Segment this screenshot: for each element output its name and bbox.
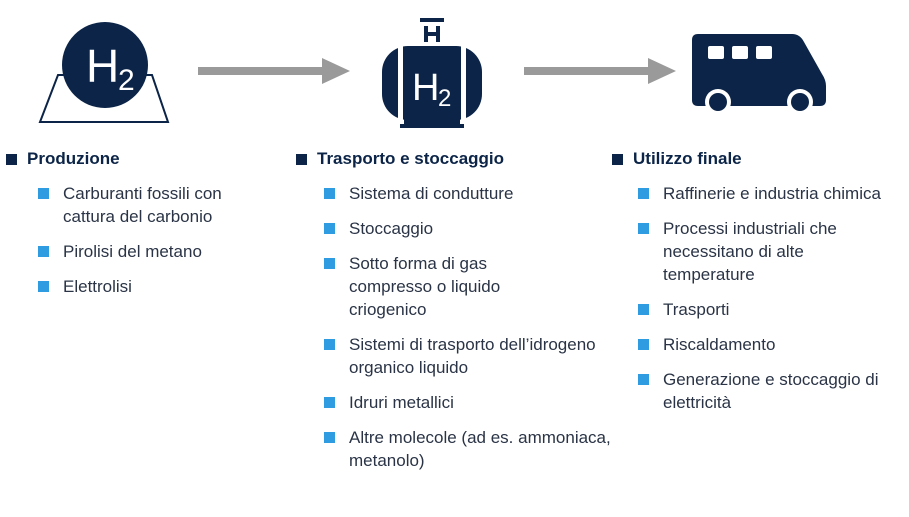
list-item: Carburanti fossili con cattura del carbo…: [38, 182, 266, 228]
column-production: Produzione Carburanti fossili con cattur…: [6, 148, 266, 298]
column-title-text: Trasporto e stoccaggio: [317, 149, 505, 168]
production-list: Carburanti fossili con cattura del carbo…: [38, 182, 266, 298]
h2-molecule-icon: H 2: [38, 22, 170, 123]
list-item: Riscaldamento: [638, 333, 909, 356]
square-bullet-icon: [324, 432, 335, 443]
column-end-use: Utilizzo finale Raffinerie e industria c…: [612, 148, 907, 414]
column-title-production: Produzione: [6, 148, 266, 170]
list-item: Pirolisi del metano: [38, 240, 266, 263]
column-title-text: Produzione: [27, 149, 120, 168]
flow-arrow-icon: [198, 58, 350, 84]
square-bullet-icon: [638, 223, 649, 234]
square-bullet-icon: [638, 188, 649, 199]
transport-list: Sistema di condutture Stoccaggio Sotto f…: [324, 182, 614, 472]
column-title-text: Utilizzo finale: [633, 149, 742, 168]
list-item: Elettrolisi: [38, 275, 266, 298]
square-bullet-icon: [612, 153, 623, 165]
square-bullet-icon: [324, 258, 335, 269]
square-bullet-icon: [324, 339, 335, 350]
square-bullet-icon: [324, 397, 335, 408]
svg-text:2: 2: [438, 85, 451, 112]
flow-arrow-icon: [524, 58, 676, 84]
square-bullet-icon: [324, 223, 335, 234]
square-bullet-icon: [38, 281, 49, 292]
square-bullet-icon: [324, 188, 335, 199]
square-bullet-icon: [638, 304, 649, 315]
list-item: Processi industriali che necessitano di …: [638, 217, 883, 286]
square-bullet-icon: [6, 153, 17, 165]
svg-text:2: 2: [118, 64, 135, 97]
column-title-end-use: Utilizzo finale: [612, 148, 907, 170]
truck-icon: [692, 34, 826, 115]
list-item: Trasporti: [638, 298, 909, 321]
square-bullet-icon: [38, 188, 49, 199]
list-item: Raffinerie e industria chimica: [638, 182, 909, 205]
list-item: Sotto forma di gas compresso o liquido c…: [324, 252, 569, 321]
list-item: Sistema di condutture: [324, 182, 614, 205]
svg-text:H: H: [86, 40, 119, 92]
column-transport: Trasporto e stoccaggio Sistema di condut…: [296, 148, 616, 472]
square-bullet-icon: [638, 339, 649, 350]
list-item: Idruri metallici: [324, 391, 614, 414]
square-bullet-icon: [296, 153, 307, 165]
end-use-list: Raffinerie e industria chimica Processi …: [638, 182, 909, 414]
list-item: Generazione e stoccaggio di elettricità: [638, 368, 909, 414]
h2-storage-tank-icon: H 2: [382, 18, 482, 128]
list-item: Altre molecole (ad es. ammoniaca, metano…: [324, 426, 639, 472]
svg-text:H: H: [412, 67, 439, 109]
square-bullet-icon: [638, 374, 649, 385]
list-item: Stoccaggio: [324, 217, 614, 240]
list-item: Sistemi di trasporto dell’idrogeno organ…: [324, 333, 619, 379]
square-bullet-icon: [38, 246, 49, 257]
column-title-transport: Trasporto e stoccaggio: [296, 148, 616, 170]
